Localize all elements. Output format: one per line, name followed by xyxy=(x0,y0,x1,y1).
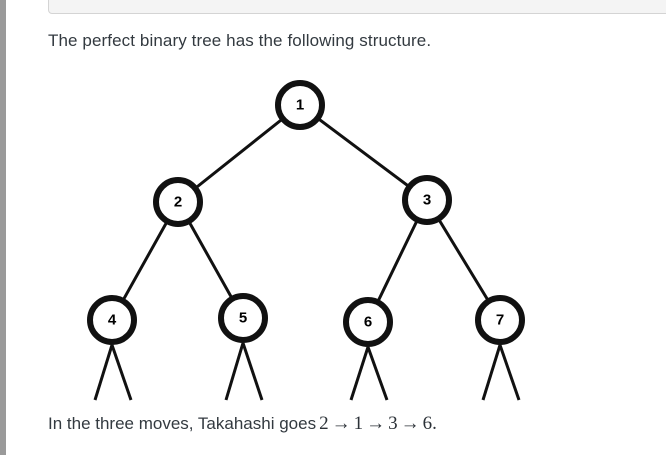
stub-7-right xyxy=(498,344,521,401)
tree-node-1: 1 xyxy=(275,80,325,130)
tree-node-5: 5 xyxy=(218,293,268,343)
stub-4-left xyxy=(93,344,114,401)
node-label-3: 3 xyxy=(423,192,431,209)
node-label-6: 6 xyxy=(364,314,372,331)
stub-5-right xyxy=(241,342,264,401)
arrow-icon-3: → xyxy=(400,413,420,434)
arrow-icon-1: → xyxy=(331,413,351,434)
tree-node-3: 3 xyxy=(402,175,452,225)
edge-1-3 xyxy=(298,103,429,202)
perfect-binary-tree-diagram: 1 2 3 4 5 6 7 xyxy=(87,80,525,401)
node-circle-3 xyxy=(402,175,452,225)
stub-5-left xyxy=(224,342,245,401)
node-circle-5 xyxy=(218,293,268,343)
move-value-2: 1 xyxy=(353,413,364,434)
node-circle-6 xyxy=(343,297,393,347)
leaf-stub-edges xyxy=(93,342,521,401)
tree-node-2: 2 xyxy=(153,177,203,227)
tree-node-7: 7 xyxy=(475,295,525,345)
node-circle-1 xyxy=(275,80,325,130)
stub-6-left xyxy=(349,346,370,401)
stub-6-right xyxy=(366,346,389,401)
arrow-icon-2: → xyxy=(366,413,386,434)
intro-paragraph: The perfect binary tree has the followin… xyxy=(48,31,432,50)
move-value-1: 2 xyxy=(319,413,329,434)
node-circle-4 xyxy=(87,295,137,345)
node-circle-2 xyxy=(153,177,203,227)
stub-7-left xyxy=(481,344,502,401)
sentence-period: . xyxy=(432,413,437,434)
node-label-5: 5 xyxy=(239,310,247,327)
node-label-2: 2 xyxy=(174,194,182,211)
tree-node-6: 6 xyxy=(343,297,393,347)
left-scroll-gutter xyxy=(0,0,6,455)
outro-lead-text: In the three moves, Takahashi goes xyxy=(48,414,317,433)
tree-nodes: 1 2 3 4 5 6 7 xyxy=(87,80,525,347)
tree-node-4: 4 xyxy=(87,295,137,345)
stub-4-right xyxy=(110,344,133,401)
move-sequence: 2→1→3→6. xyxy=(316,413,437,434)
move-value-3: 3 xyxy=(388,413,398,434)
edge-1-2 xyxy=(176,103,302,204)
node-circle-7 xyxy=(475,295,525,345)
node-label-4: 4 xyxy=(108,312,117,329)
node-label-7: 7 xyxy=(496,312,504,329)
move-value-4: 6 xyxy=(422,413,433,434)
node-label-1: 1 xyxy=(296,97,304,114)
truncated-code-panel xyxy=(48,0,666,14)
